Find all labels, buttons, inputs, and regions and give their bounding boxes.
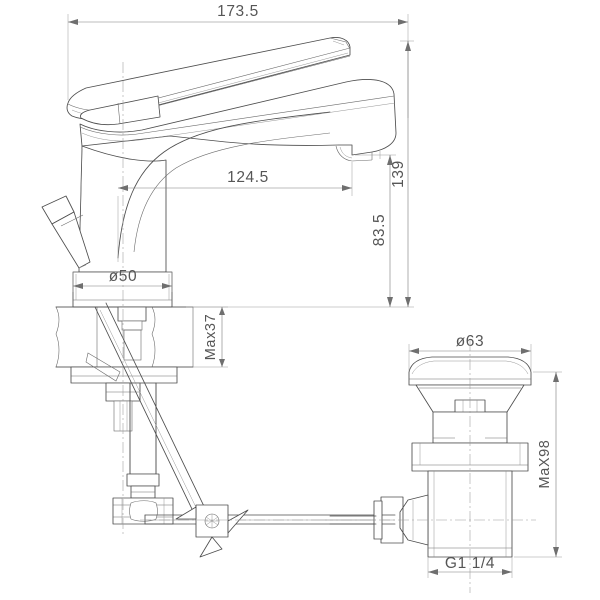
dim-drain-max-height: MaX98	[514, 371, 562, 558]
popup-pull-rod	[85, 302, 215, 533]
faucet-column	[78, 145, 167, 273]
dim-label-max-deck-thickness: Max37	[203, 314, 219, 361]
dim-label-overall-height: 139	[390, 160, 407, 188]
dim-overall-length: 173.5	[67, 3, 409, 118]
dim-base-diameter: ø50	[72, 268, 173, 292]
faucet-view	[41, 37, 397, 558]
dim-spout-height: 83.5	[355, 154, 396, 307]
dim-label-drain-thread: G1 1/4	[445, 555, 495, 572]
dim-label-spout-reach: 124.5	[227, 169, 269, 186]
spout-waterway-curve	[117, 111, 331, 259]
faucet-body-spout	[79, 79, 397, 162]
drain-view	[329, 356, 532, 558]
dim-spout-reach: 124.5	[117, 162, 353, 262]
dim-label-overall-length: 173.5	[217, 3, 259, 20]
drain-dimension-set: ø63 MaX98 G1 1/4	[408, 333, 562, 578]
dim-label-spout-height: 83.5	[371, 214, 388, 247]
dim-drain-thread: G1 1/4	[427, 555, 513, 578]
faucet-dimension-set: 173.5 139 83.5	[67, 3, 414, 368]
flexible-supply-hose	[112, 382, 174, 525]
popup-lift-rod-knob	[41, 195, 91, 269]
popup-pivot-rod-assembly	[144, 504, 396, 558]
faucet-base-escutcheon	[72, 271, 173, 308]
faucet-upper-housing	[80, 95, 161, 126]
center-lines	[122, 62, 536, 593]
dim-label-drain-flange-diameter: ø63	[456, 333, 485, 350]
dim-max-deck-thickness: Max37	[193, 306, 228, 368]
dim-label-drain-max-height: MaX98	[537, 440, 553, 489]
faucet-fixing-shank	[70, 306, 178, 432]
dim-label-base-diameter: ø50	[109, 268, 138, 285]
